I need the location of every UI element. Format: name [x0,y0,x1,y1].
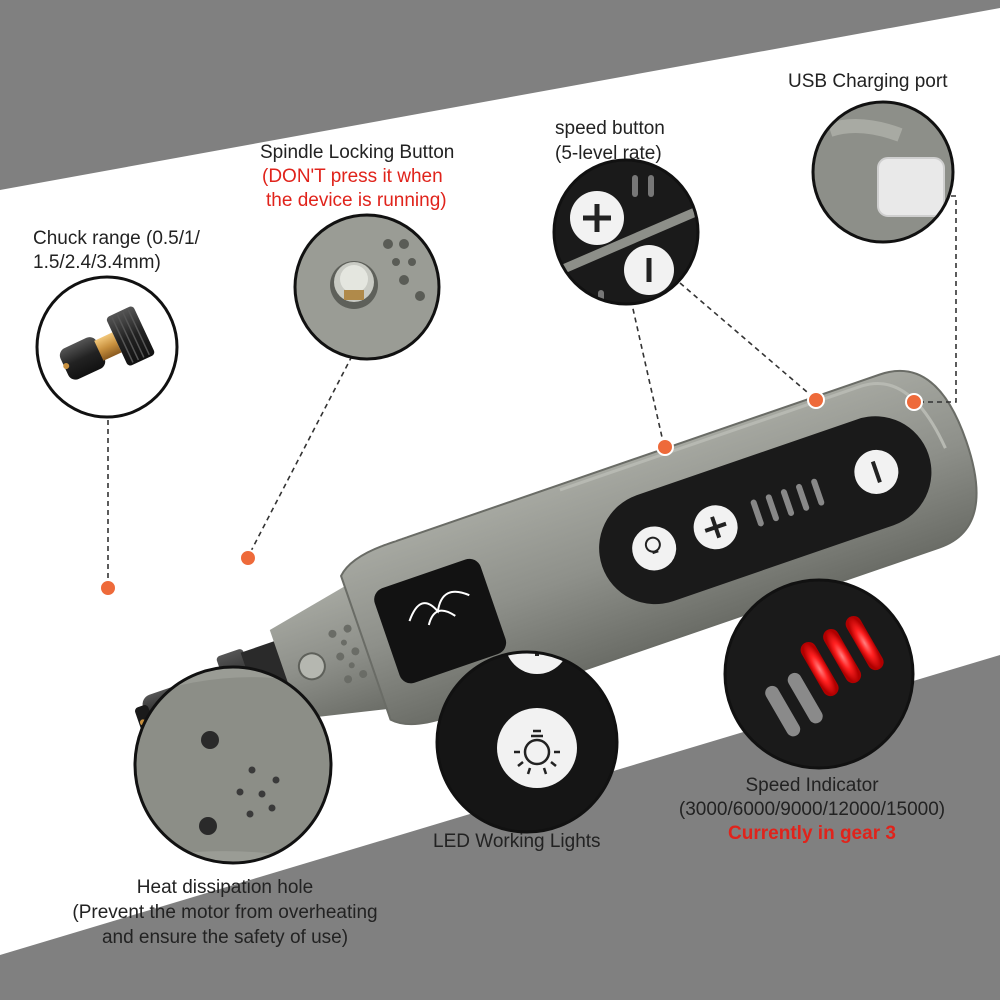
heat-label-line1: Heat dissipation hole [136,877,314,898]
led-callout [435,650,619,834]
usb-label: USB Charging port [788,71,948,92]
top-gray-band [0,0,1000,190]
indicator-callout [723,578,915,770]
rotary-tool [135,369,978,741]
led-label: LED Working Lights [433,831,601,852]
vent-holes [328,624,368,684]
chuck-callout [35,275,179,419]
spindle-lock-button [297,652,326,681]
indicator-bar-5 [845,615,884,671]
speed-button-sublabel: (5-level rate) [555,143,662,164]
usb-callout [811,100,955,244]
indicator-bar-4 [823,628,862,684]
heat-callout [133,665,333,865]
indicator-values: (3000/6000/9000/12000/15000) [678,799,946,820]
indicator-label: Speed Indicator [745,775,879,796]
indicator-bar-1 [765,685,801,737]
heat-label-line3: and ensure the safety of use) [101,927,349,948]
usb-port-icon [877,157,945,217]
spindle-warning-line1: (DON'T press it when [262,166,443,187]
leader-lines [107,195,957,582]
indicator-bar-3 [800,641,839,697]
speed-callout [552,158,700,306]
callout-markers [99,391,923,597]
control-panel [599,416,932,605]
brand-label [374,558,507,684]
heat-label-line2: (Prevent the motor from overheating [72,902,378,923]
spindle-label: Spindle Locking Button [260,142,455,163]
chuck-label-line1: Chuck range (0.5/1/ [33,228,200,249]
indicator-bar-2 [787,672,823,724]
speed-indicator-bars [750,478,825,527]
led-button [632,526,677,571]
chuck-label-line2: 1.5/2.4/3.4mm) [33,252,161,273]
bulb-icon [497,708,577,788]
spindle-callout [293,213,441,361]
spindle-warning-line2: the device is running) [266,190,447,211]
indicator-current-gear: Currently in gear 3 [728,823,896,844]
speed-button-label: speed button [555,118,665,139]
